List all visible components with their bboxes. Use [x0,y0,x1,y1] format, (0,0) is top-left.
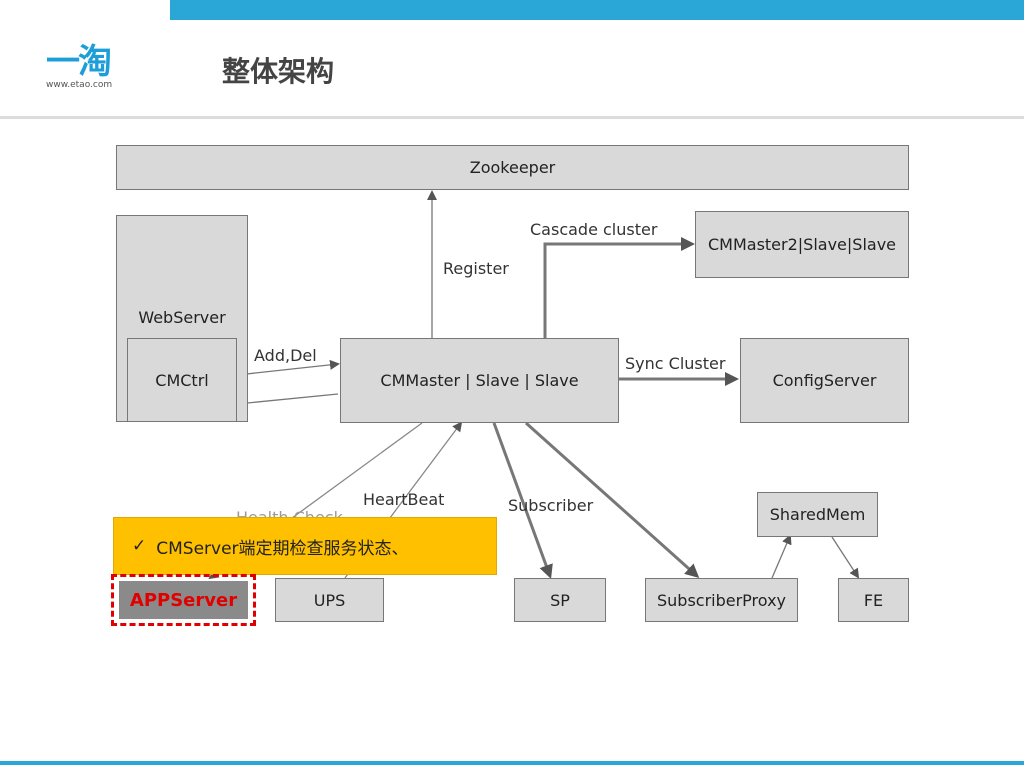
subscriberproxy-node: SubscriberProxy [645,578,798,622]
sync-label: Sync Cluster [625,354,726,373]
subscriber-sp-arrow [492,422,553,579]
cmmaster2-node: CMMaster2|Slave|Slave [695,211,909,278]
subscriber-label: Subscriber [508,496,594,515]
sharedmem-node: SharedMem [757,492,878,537]
ups-label: UPS [313,590,346,610]
top-accent-bar [170,0,1024,20]
configserver-node: ConfigServer [740,338,909,423]
logo-url: www.etao.com [46,80,113,90]
heartbeat-label: HeartBeat [363,490,445,509]
adddel-arrow [236,359,340,376]
cmctrl-node: CMCtrl [127,338,237,422]
cmctrl-label: CMCtrl [155,370,209,390]
fe-label: FE [863,590,884,610]
sharedmem-fe-arrow [831,536,860,579]
cmmaster-node: CMMaster | Slave | Slave [340,338,619,423]
callout-text: CMServer端定期检查服务状态、 [156,538,409,559]
sp-label: SP [550,590,570,610]
cascade-label: Cascade cluster [530,220,658,239]
register-label: Register [443,259,509,278]
cmmaster2-label: CMMaster2|Slave|Slave [707,235,896,254]
return-arrow [235,393,339,409]
webserver-label: WebServer [138,308,226,327]
ups-node: UPS [275,578,384,622]
logo-mark: 一淘 [46,42,112,82]
adddel-label: Add,Del [254,346,317,365]
configserver-label: ConfigServer [772,371,877,390]
cmmaster-label: CMMaster | Slave | Slave [380,371,579,390]
sharedmem-label: SharedMem [769,505,866,524]
callout-note: ✓ CMServer端定期检查服务状态、 [113,517,497,575]
appserver-node: APPServer [111,574,256,626]
subscriberproxy-label: SubscriberProxy [656,590,786,610]
appserver-fill [119,581,248,619]
header-divider [0,116,1024,119]
bottom-accent-bar [0,761,1024,765]
etao-logo: 一淘 www.etao.com [46,44,136,94]
cascade-arrow [543,237,695,338]
subscriberproxy-arrow [524,421,700,579]
fe-node: FE [838,578,909,622]
sp-node: SP [514,578,606,622]
proxy-sharedmem-arrow [771,534,792,579]
page-title: 整体架构 [222,55,335,88]
zookeeper-label: Zookeeper [469,158,556,177]
check-icon: ✓ [132,536,147,556]
zookeeper-node: Zookeeper [116,145,909,190]
appserver-label: APPServer [129,589,238,611]
